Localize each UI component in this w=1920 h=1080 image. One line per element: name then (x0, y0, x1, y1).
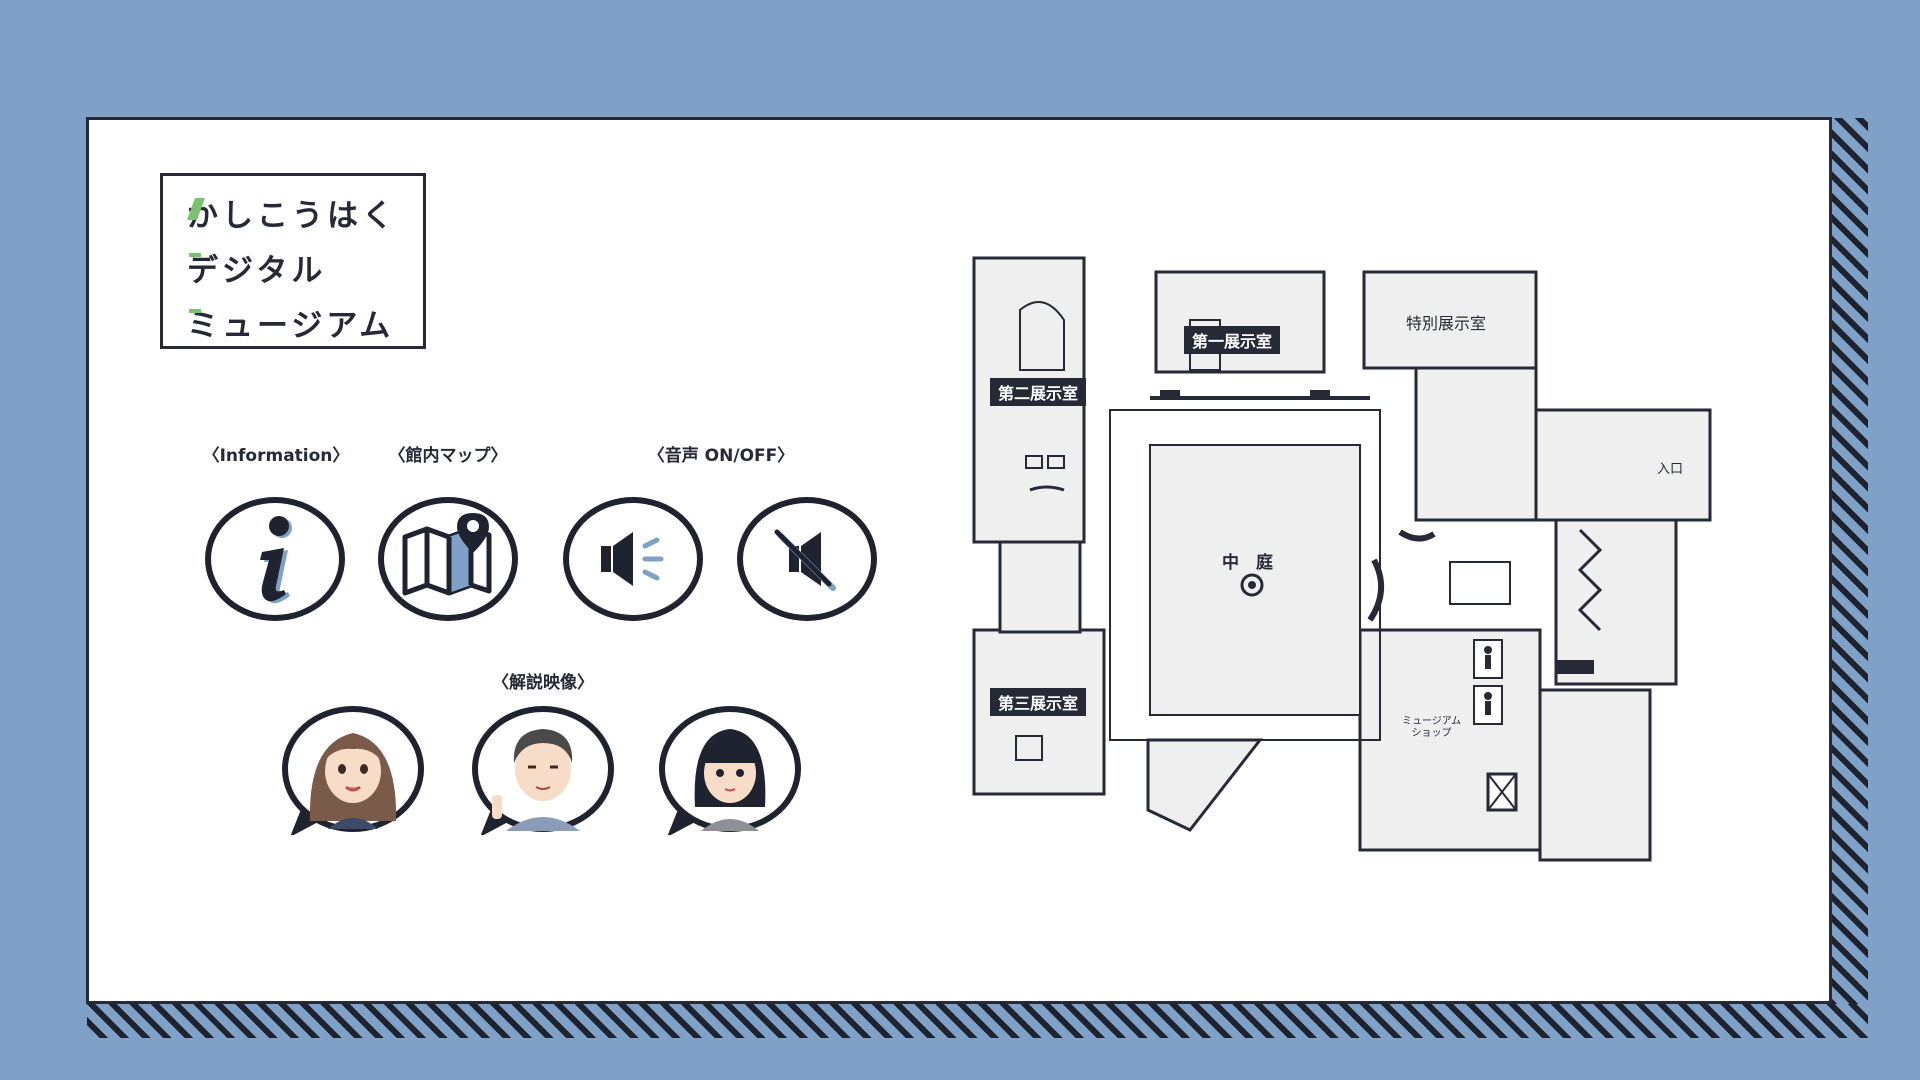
speaker-off-icon (774, 529, 836, 591)
guide-woman-avatar (282, 706, 424, 837)
logo-line-2: デジタル (187, 253, 327, 289)
decorative-stripe-right (1832, 118, 1868, 1020)
logo-accent (189, 253, 201, 257)
speaker-on-icon (601, 532, 664, 586)
floor-map-button[interactable] (378, 497, 518, 621)
logo-line-1: かしこうはく (187, 198, 397, 234)
floor-plan-drawing (972, 256, 1712, 862)
information-label: 〈Information〉 (202, 446, 350, 466)
guide-video-button-1[interactable] (280, 703, 426, 837)
sound-on-button[interactable] (563, 497, 703, 621)
logo-accent (189, 309, 201, 313)
sound-off-button[interactable] (737, 497, 877, 621)
guide-man-avatar (472, 706, 614, 837)
courtyard-label: 中 庭 (1222, 553, 1273, 573)
entrance-label: 入口 (1657, 462, 1684, 477)
museum-shop-label[interactable]: ミュージアム ショップ (1402, 716, 1461, 740)
guide-video-button-2[interactable] (470, 703, 616, 837)
room-label-third-exhibition[interactable]: 第三展示室 (990, 688, 1087, 716)
guide-video-button-3[interactable] (657, 703, 803, 837)
map-pin-icon (402, 513, 492, 596)
museum-shop-label-line1: ミュージアム (1402, 716, 1462, 727)
floor-map: 第一展示室 第二展示室 第三展示室 特別展示室 中 庭 入口 ミュージアム ショ… (960, 250, 1720, 870)
museum-logo: かしこうはく デジタル ミュージアム (160, 173, 426, 349)
video-label: 〈解説映像〉 (492, 673, 594, 693)
decorative-stripe-bottom (87, 1004, 1868, 1038)
logo-line-3: ミュージアム (187, 308, 395, 344)
room-label-second-exhibition[interactable]: 第二展示室 (990, 378, 1087, 406)
room-label-first-exhibition[interactable]: 第一展示室 (1184, 326, 1281, 354)
sound-label: 〈音声 ON/OFF〉 (647, 446, 795, 466)
room-label-special-exhibition[interactable]: 特別展示室 (1406, 314, 1487, 333)
info-icon (260, 516, 292, 604)
information-button[interactable] (205, 497, 345, 621)
map-label: 〈館内マップ〉 (388, 446, 508, 466)
guide-girl-avatar (659, 706, 801, 837)
museum-shop-label-line2: ショップ (1411, 728, 1452, 739)
